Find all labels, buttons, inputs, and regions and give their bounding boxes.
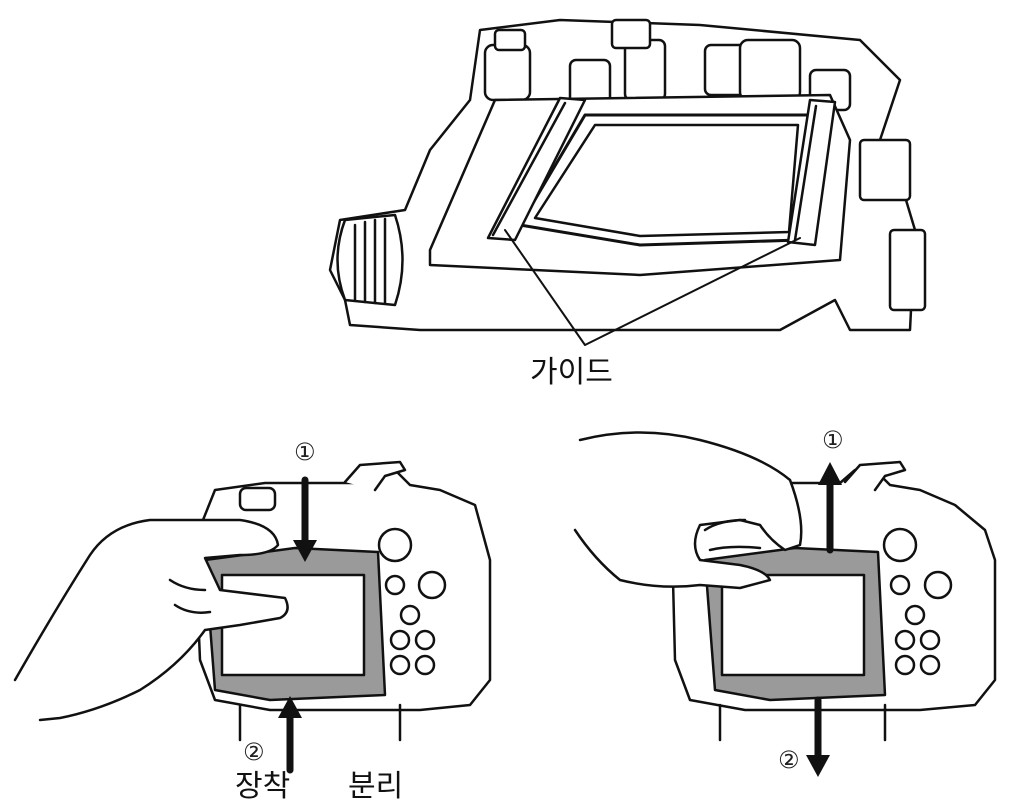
detach-step1-marker: ① (822, 426, 844, 454)
detach-label: 분리 (348, 769, 404, 804)
attach-illustration (13, 460, 492, 774)
housing-top-view (328, 18, 927, 346)
detach-illustration (573, 431, 997, 777)
detach-step2-marker: ② (778, 746, 800, 774)
attach-label: 장착 (235, 769, 291, 804)
guide-label: 가이드 (530, 355, 613, 390)
attach-step1-marker: ① (294, 438, 316, 466)
attach-step2-marker: ② (243, 738, 265, 766)
